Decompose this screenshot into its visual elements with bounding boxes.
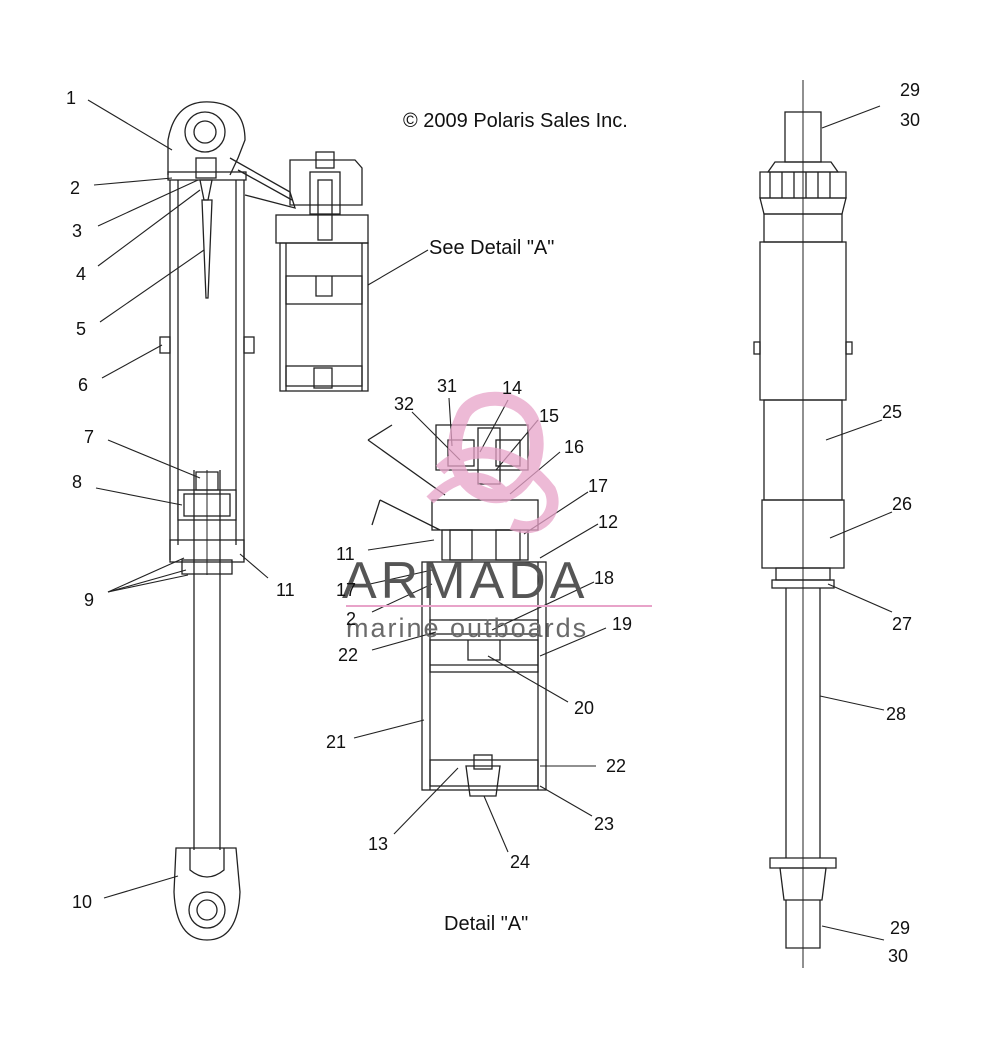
watermark: ARMADA marine outboards [342, 391, 652, 643]
callout-3: 3 [72, 221, 82, 241]
callout-21: 21 [326, 732, 346, 752]
callout-24: 24 [510, 852, 530, 872]
callout-18: 18 [594, 568, 614, 588]
callout-17-left: 17 [336, 580, 356, 600]
callout-20: 20 [574, 698, 594, 718]
callout-32: 32 [394, 394, 414, 414]
callout-25: 25 [882, 402, 902, 422]
callout-12: 12 [598, 512, 618, 532]
right-shock-assembly [753, 80, 853, 968]
callout-27: 27 [892, 614, 912, 634]
reservoir-assembly [275, 151, 369, 392]
callout-16: 16 [564, 437, 584, 457]
callout-5: 5 [76, 319, 86, 339]
callout-2: 2 [70, 178, 80, 198]
callout-9: 9 [84, 590, 94, 610]
callout-29-top: 29 [900, 80, 920, 100]
watermark-tagline: marine outboards [346, 613, 588, 643]
watermark-emblem-icon [426, 391, 559, 534]
callout-19: 19 [612, 614, 632, 634]
callout-11-detail: 11 [336, 544, 355, 564]
callout-26: 26 [892, 494, 912, 514]
callout-11-left: 11 [276, 580, 295, 600]
callout-15: 15 [539, 406, 559, 426]
callout-7: 7 [84, 427, 94, 447]
left-shock-assembly [159, 101, 296, 941]
callout-1: 1 [66, 88, 76, 108]
callout-4: 4 [76, 264, 86, 284]
callout-numbers: 1 2 3 4 5 6 7 8 9 11 10 31 32 14 15 16 1… [66, 80, 920, 966]
detail-title: Detail "A" [444, 913, 528, 935]
callout-6: 6 [78, 375, 88, 395]
callout-10: 10 [72, 892, 92, 912]
callout-29-bottom: 29 [890, 918, 910, 938]
callout-8: 8 [72, 472, 82, 492]
callout-22-right: 22 [606, 756, 626, 776]
callout-22-left: 22 [338, 645, 358, 665]
detail-reference-label: See Detail "A" [429, 237, 554, 259]
callout-17-right: 17 [588, 476, 608, 496]
callout-30-bottom: 30 [888, 946, 908, 966]
callout-13: 13 [368, 834, 388, 854]
callout-23: 23 [594, 814, 614, 834]
callout-14: 14 [502, 378, 522, 398]
callout-31: 31 [437, 376, 457, 396]
callout-2-detail: 2 [346, 609, 356, 629]
watermark-brand: ARMADA [342, 552, 588, 610]
callout-30-top: 30 [900, 110, 920, 130]
callout-28: 28 [886, 704, 906, 724]
copyright-notice: © 2009 Polaris Sales Inc. [403, 110, 628, 132]
